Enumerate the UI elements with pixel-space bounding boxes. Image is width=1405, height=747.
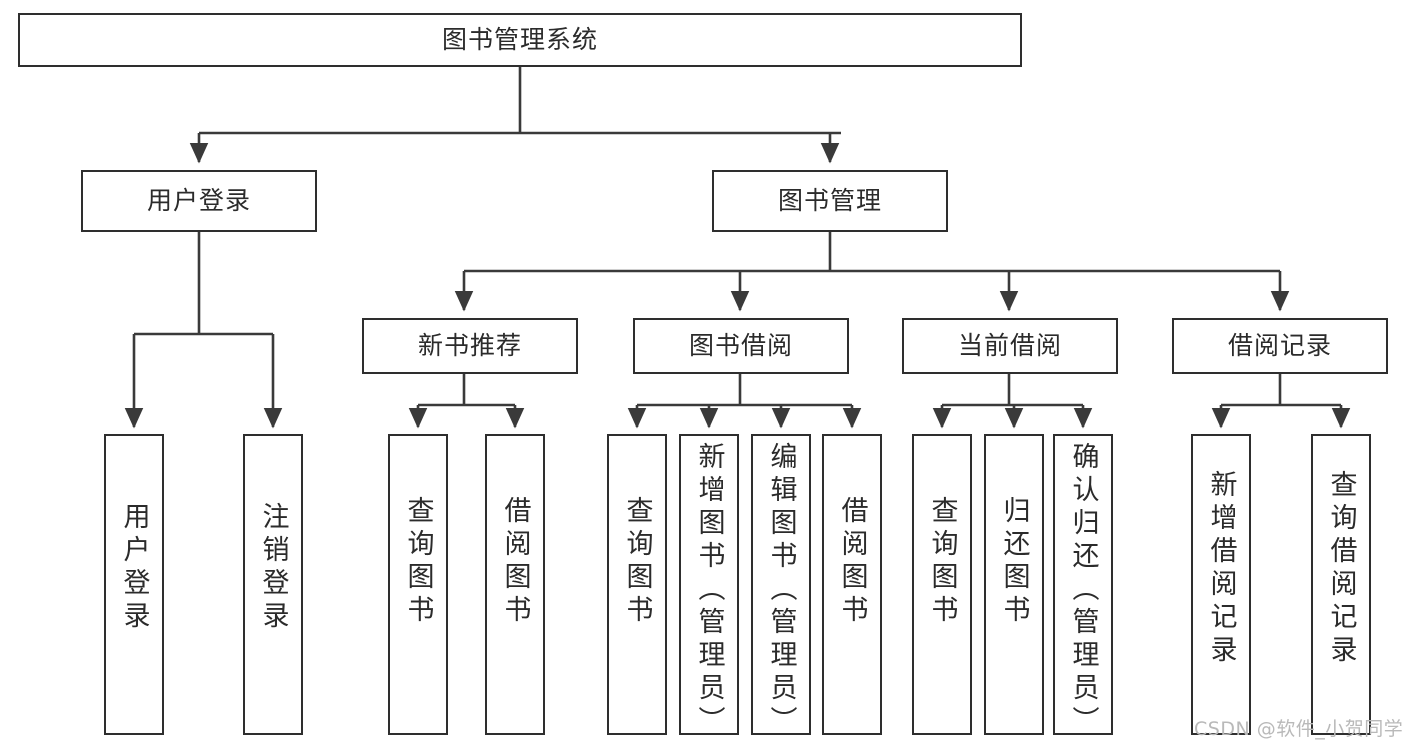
node-leaf-return-book[interactable]: 归还图书 (984, 434, 1044, 735)
node-leaf-user-login[interactable]: 用户登录 (104, 434, 164, 735)
node-new-book-rec-label: 新书推荐 (417, 331, 522, 361)
node-current-borrow[interactable]: 当前借阅 (902, 318, 1118, 374)
node-user-login-label: 用户登录 (146, 186, 251, 216)
node-leaf-return-book-label: 归还图书 (998, 496, 1030, 628)
node-leaf-query-book-1-label: 查询图书 (402, 496, 434, 628)
node-leaf-confirm-return-label: 确认归还（管理员） (1067, 442, 1099, 739)
csdn-watermark: CSDN @软件_小贺同学 (1194, 718, 1404, 740)
node-current-borrow-label: 当前借阅 (957, 331, 1062, 361)
node-root[interactable]: 图书管理系统 (18, 13, 1022, 67)
node-user-login[interactable]: 用户登录 (81, 170, 317, 232)
node-book-manage[interactable]: 图书管理 (712, 170, 948, 232)
edge-currentborrow-to-leaves (932, 374, 1093, 429)
edge-newbookrec-to-leaves (408, 374, 525, 429)
node-leaf-add-record-label: 新增借阅记录 (1205, 470, 1237, 668)
node-borrow-record-label: 借阅记录 (1227, 331, 1332, 361)
node-leaf-query-record-label: 查询借阅记录 (1325, 470, 1357, 668)
node-leaf-borrow-book-2[interactable]: 借阅图书 (822, 434, 882, 735)
node-root-label: 图书管理系统 (441, 25, 598, 55)
node-book-borrow-label: 图书借阅 (688, 331, 793, 361)
edge-userlogin-to-leaves (124, 232, 283, 429)
edge-bookborrow-to-leaves (627, 374, 862, 429)
node-leaf-add-book[interactable]: 新增图书（管理员） (679, 434, 739, 739)
node-book-borrow[interactable]: 图书借阅 (633, 318, 849, 374)
node-leaf-query-book-2-label: 查询图书 (621, 496, 653, 628)
edge-borrowrecord-to-leaves (1211, 374, 1351, 429)
node-leaf-user-logout-label: 注销登录 (257, 502, 289, 634)
node-leaf-confirm-return[interactable]: 确认归还（管理员） (1053, 434, 1113, 739)
node-book-manage-label: 图书管理 (777, 186, 882, 216)
node-new-book-rec[interactable]: 新书推荐 (362, 318, 578, 374)
node-leaf-borrow-book-1[interactable]: 借阅图书 (485, 434, 545, 735)
node-leaf-user-login-label: 用户登录 (118, 502, 150, 634)
node-leaf-edit-book-label: 编辑图书（管理员） (765, 442, 797, 739)
node-leaf-query-book-3-label: 查询图书 (926, 496, 958, 628)
node-leaf-query-record[interactable]: 查询借阅记录 (1311, 434, 1371, 735)
node-leaf-add-record[interactable]: 新增借阅记录 (1191, 434, 1251, 735)
node-leaf-query-book-2[interactable]: 查询图书 (607, 434, 667, 735)
node-leaf-edit-book[interactable]: 编辑图书（管理员） (751, 434, 811, 739)
edge-bookmanage-to-level3 (454, 232, 1290, 312)
edge-root-to-level2 (189, 67, 841, 164)
node-leaf-borrow-book-1-label: 借阅图书 (499, 496, 531, 628)
node-leaf-borrow-book-2-label: 借阅图书 (836, 496, 868, 628)
node-leaf-add-book-label: 新增图书（管理员） (693, 442, 725, 739)
node-leaf-user-logout[interactable]: 注销登录 (243, 434, 303, 735)
node-leaf-query-book-1[interactable]: 查询图书 (388, 434, 448, 735)
node-borrow-record[interactable]: 借阅记录 (1172, 318, 1388, 374)
node-leaf-query-book-3[interactable]: 查询图书 (912, 434, 972, 735)
